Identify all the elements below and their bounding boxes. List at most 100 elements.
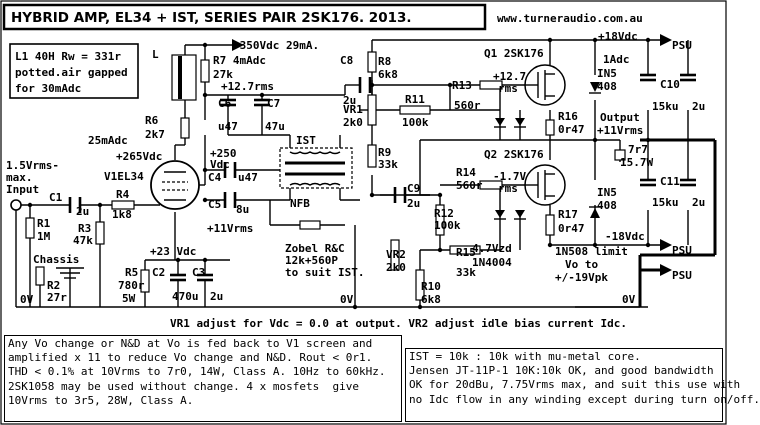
label-265vdc: +265Vdc — [116, 150, 162, 163]
label-c10-value: 15ku — [652, 100, 679, 113]
label-c4-value: u47 — [238, 171, 258, 184]
label-q1-rms-unit: rms — [498, 82, 518, 95]
label-q2-rms: -1.7V — [493, 170, 526, 183]
label-vr2: VR2 — [386, 248, 406, 261]
label-1adc: 1Adc — [603, 53, 630, 66]
label-r17: R17 — [558, 208, 578, 221]
label-r4-value: 1k8 — [112, 208, 132, 221]
label-c8-value: 2u — [343, 94, 356, 107]
label-c2: C2 — [152, 266, 165, 279]
label-in5-b: IN5 — [597, 186, 617, 199]
psu-arrow-top — [660, 34, 672, 46]
label-12-7rms: +12.7rms — [221, 80, 274, 93]
label-c1: C1 — [49, 191, 63, 204]
label-limit-1: 1N508 limit — [555, 245, 628, 258]
label-pos18: +18Vdc — [598, 30, 638, 43]
label-r5-value: 780r — [118, 279, 145, 292]
l1-note-line-2: potted.air gapped — [15, 66, 128, 79]
label-zobel-2: 12k+560P — [285, 254, 338, 267]
label-c7: C7 — [267, 97, 280, 110]
website: www.turneraudio.com.au — [497, 12, 643, 25]
label-r7: R7 4mAdc — [213, 54, 266, 67]
psu-arrow-mid — [660, 239, 672, 251]
label-r1: R1 — [37, 217, 51, 230]
label-zobel-3: to suit IST. — [285, 266, 364, 279]
note-right-line-1: IST = 10k : 10k with mu-metal core. — [409, 350, 641, 363]
label-nfb: NFB — [290, 197, 310, 210]
label-ist: IST — [296, 134, 316, 147]
note-left-line-4: 2SK1058 may be used without change. 4 x … — [8, 379, 359, 393]
label-r11: R11 — [405, 93, 425, 106]
label-limit-3: +/-19Vpk — [555, 271, 608, 284]
label-output: Output — [600, 111, 640, 124]
label-r7-value: 27k — [213, 68, 233, 81]
diodes — [494, 82, 601, 220]
label-c6-value: u47 — [218, 120, 238, 133]
l1-note-line-3: for 30mAdc — [15, 82, 81, 95]
label-c10-value-2: 2u — [692, 100, 705, 113]
label-vr1-value: 2k0 — [343, 116, 363, 129]
label-r10: R10 — [421, 280, 441, 293]
schematic: HYBRID AMP, EL34 + IST, SERIES PAIR 2SK1… — [0, 0, 727, 425]
label-0v-right: 0V — [622, 293, 636, 306]
label-r16-value: 0r47 — [558, 123, 585, 136]
label-output-vrms: +11Vrms — [597, 124, 643, 137]
label-neg18: -18Vdc — [605, 230, 645, 243]
l1-note-box — [9, 43, 139, 99]
label-r3: R3 — [78, 222, 91, 235]
label-r5: R5 — [125, 266, 138, 279]
label-adjust-line: VR1 adjust for Vdc = 0.0 at output. VR2 … — [170, 317, 627, 330]
label-r3-value: 47k — [73, 234, 93, 247]
note-right: IST = 10k : 10k with mu-metal core.Jense… — [405, 348, 760, 422]
label-input-2: max. — [6, 171, 33, 184]
label-q1-rms: +12.7 — [493, 70, 526, 83]
label-limit-2: Vo to — [565, 258, 598, 271]
label-r17-value: 0r47 — [558, 222, 585, 235]
label-c3: C3 — [192, 266, 205, 279]
note-right-line-2: Jensen JT-11P-1 10K:10k OK, and good ban… — [409, 364, 714, 378]
label-250-vdc: Vdc — [210, 158, 230, 171]
capacitors — [68, 73, 696, 282]
label-1n4004: 1N4004 — [472, 256, 512, 269]
label-r15: R15 — [456, 246, 476, 259]
label-watts: 15.7W — [620, 156, 653, 169]
label-250: +250 — [210, 147, 237, 160]
label-c9: C9 — [407, 182, 420, 195]
label-c2-value: 470u — [172, 290, 199, 303]
label-r11-value: 100k — [402, 116, 429, 129]
mosfet-q1 — [524, 64, 566, 106]
label-c11-value: 15ku — [652, 196, 679, 209]
l1-note-line-1: L1 40H Rw = 331r — [15, 50, 121, 63]
label-r1-value: 1M — [37, 230, 51, 243]
label-c4: C4 — [208, 171, 222, 184]
label-r14: R14 — [456, 166, 476, 179]
label-v1: V1EL34 — [104, 170, 144, 183]
note-right-line-4: no Idc flow in any winding except during… — [409, 392, 760, 406]
label-r6: R6 — [145, 114, 159, 127]
label-r10-value: 6k8 — [421, 293, 441, 306]
label-r13-value: 560r — [454, 99, 481, 112]
label-c9-value: 2u — [407, 197, 420, 210]
input-jack-icon — [10, 199, 22, 211]
label-r9: R9 — [378, 146, 391, 159]
label-in5-a: IN5 — [597, 67, 617, 80]
ist-transformer — [279, 147, 353, 189]
resistors — [25, 51, 626, 301]
note-left-line-5: 10Vrms to 3r5, 28W, Class A. — [8, 393, 194, 407]
label-c1-value: 2u — [76, 205, 89, 218]
label-0v-left: 0V — [20, 293, 34, 306]
mosfet-q2 — [524, 164, 566, 206]
label-r14-value: 560r — [456, 179, 483, 192]
label-r13: R13 — [452, 79, 472, 92]
label-r12: R12 — [434, 207, 454, 220]
label-in5-b-value: 408 — [597, 199, 617, 212]
label-r4: R4 — [116, 188, 130, 201]
label-c5-value: 8u — [236, 203, 249, 216]
label-chassis: Chassis — [33, 253, 79, 266]
title: HYBRID AMP, EL34 + IST, SERIES PAIR 2SK1… — [11, 10, 412, 26]
label-psu-2: PSU — [672, 244, 692, 257]
label-c11-value-2: 2u — [692, 196, 705, 209]
label-q2: Q2 2SK176 — [484, 148, 544, 161]
label-23vdc: +23 Vdc — [150, 245, 196, 258]
label-c7-value: 47u — [265, 120, 285, 133]
